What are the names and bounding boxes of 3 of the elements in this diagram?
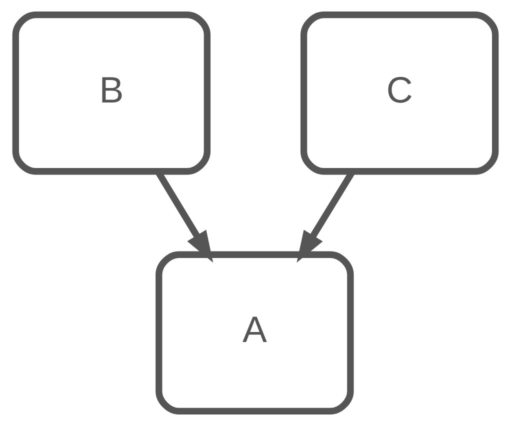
node-box: A — [155, 251, 354, 415]
node-box: C — [300, 11, 498, 175]
node-box: B — [12, 11, 210, 175]
